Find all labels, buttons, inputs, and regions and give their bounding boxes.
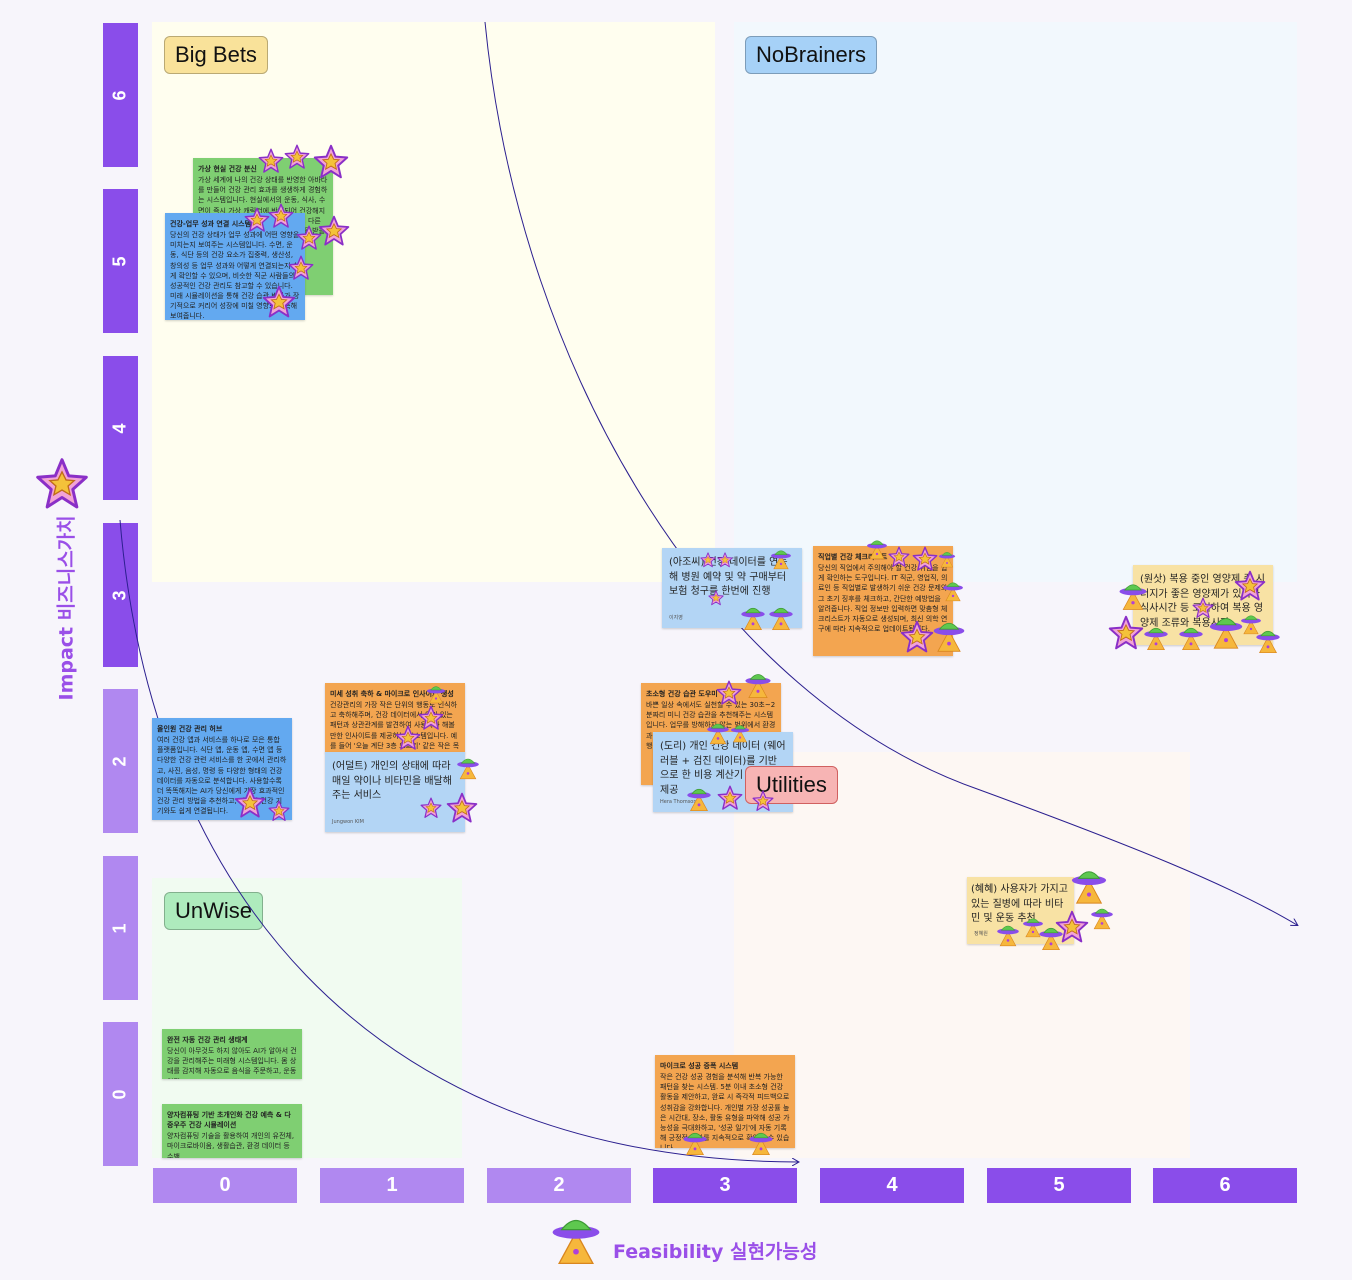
star-icon [268,203,294,229]
ufo-icon [730,722,750,744]
ufo-icon [996,922,1020,948]
ufo-icon [1178,625,1204,651]
ufo-icon [942,580,964,602]
curve-upper [484,21,1297,925]
star-icon [700,552,716,568]
star-icon [420,797,442,819]
ufo-icon [1038,925,1064,951]
y-tick-1: 1 [103,856,138,1000]
x-tick-2: 2 [487,1168,631,1203]
no-brainers-label: NoBrainers [745,36,878,75]
ufo-icon [426,683,446,705]
star-icon [752,790,774,812]
note-micro-success-pattern[interactable]: 마이크로 성공 증폭 시스템 작은 건강 성공 경험을 분석해 반복 가능한 패… [655,1055,795,1148]
star-icon [446,792,478,824]
ufo-icon [1118,580,1148,612]
ufo-icon [1255,628,1281,654]
y-tick-3: 3 [103,523,138,667]
x-tick-0: 0 [153,1168,297,1203]
star-icon [284,144,310,170]
ufo-icon [744,670,772,700]
unwise-label: UnWise [164,892,264,931]
ufo-icon [456,755,480,781]
star-icon [912,546,938,572]
ufo-icon [682,1130,708,1156]
x-tick-3: 3 [653,1168,797,1203]
ufo-icon [770,548,792,570]
ufo-icon [740,605,766,631]
note-all-in-one[interactable]: 올인원 건강 관리 허브 여러 건강 앱과 서비스를 하나로 모은 통합 플랫폼… [152,718,292,820]
note-disease-rec[interactable]: (혜혜) 사용자가 가지고 있는 질병에 따라 비타민 및 운동 추천 정혜원 [967,877,1074,944]
ufo-icon [938,550,956,568]
star-icon [313,144,349,180]
note-elder-supplement[interactable]: (어덜트) 개인의 상태에 따라 매일 약이나 비타민을 배달해주는 서비스 J… [325,752,465,832]
ufo-icon [768,605,794,631]
star-icon [888,546,910,568]
star-icon [708,590,724,606]
star-icon [288,255,314,281]
note-auto-ecosystem[interactable]: 완전 자동 건강 관리 생태계 당신이 아무것도 하지 않아도 AI가 알아서 … [162,1029,302,1079]
star-icon [262,285,296,319]
star-icon [717,552,733,568]
x-axis-title: Feasibility 실현가능성 [613,1241,818,1263]
star-icon [418,705,444,731]
star-icon [717,785,743,811]
utilities-zone [734,752,1190,1158]
y-tick-6: 6 [103,23,138,167]
note-micro-success[interactable]: 미세 성취 축하 & 마이크로 인사이트 생성 건강관리의 가장 작은 단위의 … [325,683,465,753]
y-tick-5: 5 [103,189,138,333]
no-brainers-zone [734,22,1297,582]
star-icon [1108,615,1144,651]
ufo-icon [932,618,966,654]
star-icon [318,215,350,247]
ufo-icon [1090,905,1114,931]
curve-lower [119,519,798,1162]
note-quantum-sim[interactable]: 양자컴퓨팅 기반 초개인화 건강 예측 & 다중우주 건강 시뮬레이션 양자컴퓨… [162,1104,302,1158]
star-icon [35,457,89,511]
star-icon [900,620,934,654]
ufo-icon [706,720,730,746]
ufo-icon [1143,625,1169,651]
ufo-icon [686,786,712,812]
y-tick-4: 4 [103,356,138,500]
big-bets-label: Big Bets [164,36,268,75]
y-tick-2: 2 [103,689,138,833]
x-tick-1: 1 [320,1168,464,1203]
star-icon [1234,570,1266,602]
star-icon [268,800,290,822]
star-icon [244,207,270,233]
ufo-icon [1070,866,1108,906]
star-icon [395,725,421,751]
star-icon [234,787,266,819]
ufo-icon [1208,612,1244,652]
star-icon [716,680,742,706]
x-tick-5: 5 [987,1168,1131,1203]
ufo-icon [866,538,888,560]
star-icon [258,148,284,174]
y-tick-0: 0 [103,1022,138,1166]
ufo-icon [550,1212,602,1268]
x-tick-4: 4 [820,1168,964,1203]
x-tick-6: 6 [1153,1168,1297,1203]
ufo-icon [748,1130,774,1156]
